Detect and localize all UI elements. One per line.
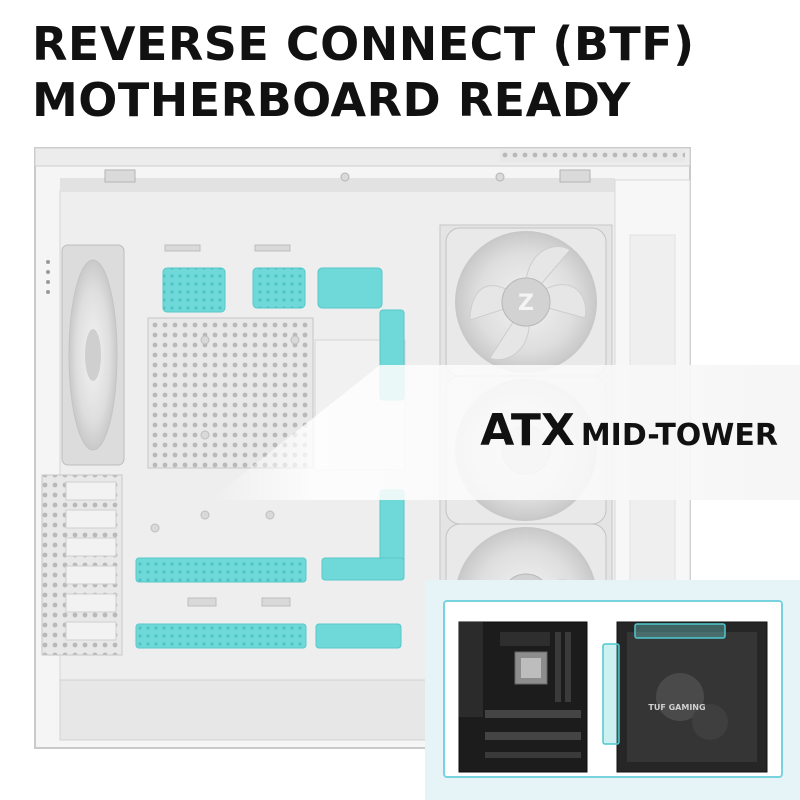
z-logo-icon: Z [518,291,534,316]
headline: REVERSE CONNECT (BTF) MOTHERBOARD READY [32,16,695,128]
badge-mid-tower: MID-TOWER [580,418,778,453]
badge-atx: ATX [480,405,575,456]
headline-line-2: MOTHERBOARD READY [32,73,631,127]
motherboard-front [458,621,588,773]
fan-icon: Z [445,227,607,377]
side-fan [61,244,125,466]
headline-line-1: REVERSE CONNECT (BTF) [32,17,695,71]
pcie-brackets [41,474,123,656]
btf-motherboard-photos: TUF GAMING [458,621,768,773]
btf-connector-highlights [602,623,726,745]
svg-text:TUF GAMING: TUF GAMING [648,703,705,712]
motherboard-back: TUF GAMING [616,621,768,773]
motherboard-inset-frame: TUF GAMING [443,600,783,778]
